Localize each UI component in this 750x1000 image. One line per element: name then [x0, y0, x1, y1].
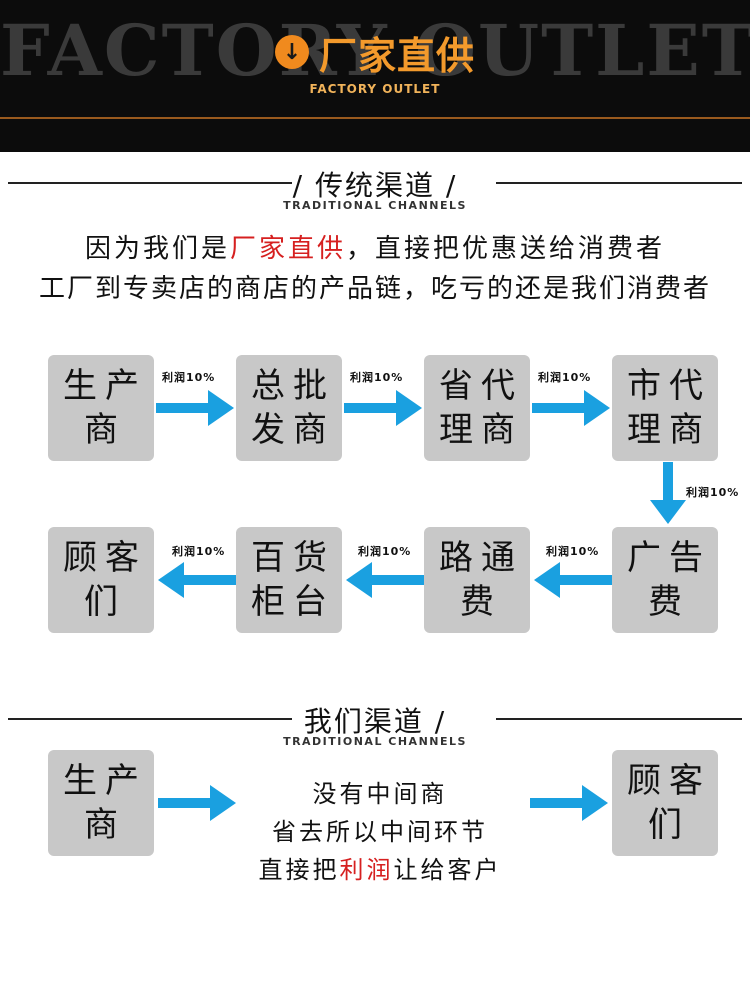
profit-label: 利润10%: [686, 486, 740, 499]
arrow-right-icon: [344, 390, 422, 426]
banner-subtitle: FACTORY OUTLET: [309, 82, 441, 96]
node-text: 费: [648, 582, 690, 622]
arrow-left-icon: [534, 562, 612, 598]
intro-line-2: 工厂到专卖店的商店的产品链，吃亏的还是我们消费者: [38, 274, 711, 304]
line-3-highlight: 利润: [339, 856, 394, 884]
node-channel-fee: 路通 费: [424, 527, 530, 633]
line-3-part-b: 让给客户: [393, 856, 502, 884]
traditional-subtitle: TRADITIONAL CHANNELS: [283, 199, 467, 212]
arrow-down-icon: [650, 462, 686, 524]
intro-line-1: 因为我们是厂家直供，直接把优惠送给消费者: [0, 228, 750, 265]
header-rule-left: [8, 718, 292, 720]
profit-label: 利润10%: [358, 545, 412, 558]
node-wholesaler: 总批 发商: [236, 355, 342, 461]
header-rule-left: [8, 182, 292, 184]
node-text: 商: [84, 805, 126, 845]
factory-outlet-banner: FACTORY OUTLET ↓ 厂家直供 FACTORY OUTLET: [0, 0, 750, 152]
our-node-customers: 顾客 们: [612, 750, 718, 856]
traditional-section-header: / 传统渠道 / TRADITIONAL CHANNELS: [0, 166, 750, 222]
node-text: 理商: [627, 410, 711, 450]
header-rule-right: [496, 718, 742, 720]
node-text: 广告: [627, 538, 711, 578]
node-text: 发商: [251, 410, 335, 450]
node-text: 理商: [439, 410, 523, 450]
profit-label: 利润10%: [350, 371, 404, 384]
node-text: 商: [84, 410, 126, 450]
our-benefit-line-2: 省去所以中间环节: [272, 818, 488, 846]
intro-line-1-highlight: 厂家直供: [229, 234, 346, 264]
header-rule-right: [496, 182, 742, 184]
node-text: 生产: [63, 366, 147, 406]
arrow-left-icon: [346, 562, 424, 598]
arrow-right-icon: [532, 390, 610, 426]
node-advertising-fee: 广告 费: [612, 527, 718, 633]
node-text: 路通: [439, 538, 523, 578]
node-text: 生产: [63, 761, 147, 801]
line-3-part-a: 直接把: [258, 856, 340, 884]
arrow-right-icon: [156, 390, 234, 426]
node-text: 市代: [627, 366, 711, 406]
banner-divider: [0, 117, 750, 119]
node-text: 省代: [439, 366, 523, 406]
profit-label: 利润10%: [172, 545, 226, 558]
banner-watermark: FACTORY OUTLET: [0, 9, 750, 92]
arrow-left-icon: [158, 562, 236, 598]
our-benefit-line-3: 直接把利润让给客户: [240, 851, 520, 889]
profit-label: 利润10%: [538, 371, 592, 384]
profit-label: 利润10%: [546, 545, 600, 558]
node-text: 顾客: [627, 761, 711, 801]
our-title: 我们渠道 /: [303, 705, 447, 738]
node-text: 总批: [251, 366, 335, 406]
node-text: 们: [84, 582, 126, 622]
banner-title-row: ↓ 厂家直供: [0, 22, 750, 82]
node-text: 柜台: [251, 582, 335, 622]
banner-title: 厂家直供: [318, 33, 475, 78]
node-text: 们: [648, 805, 690, 845]
download-circle-icon: ↓: [274, 35, 309, 69]
node-customers: 顾客 们: [48, 527, 154, 633]
traditional-title: / 传统渠道 /: [292, 169, 458, 202]
node-department-store: 百货 柜台: [236, 527, 342, 633]
node-city-agent: 市代 理商: [612, 355, 718, 461]
intro-line-1-part-a: 因为我们是: [84, 234, 230, 264]
intro-line-1-part-b: ，直接把优惠送给消费者: [346, 234, 666, 264]
node-text: 费: [460, 582, 502, 622]
our-subtitle: TRADITIONAL CHANNELS: [283, 735, 467, 748]
profit-label: 利润10%: [162, 371, 216, 384]
node-text: 顾客: [63, 538, 147, 578]
our-node-producer: 生产 商: [48, 750, 154, 856]
our-benefit-line-1: 没有中间商: [312, 780, 448, 808]
our-section-header: 我们渠道 / TRADITIONAL CHANNELS: [0, 702, 750, 758]
node-text: 百货: [251, 538, 335, 578]
node-provincial-agent: 省代 理商: [424, 355, 530, 461]
arrow-right-icon: [158, 785, 236, 821]
node-producer: 生产 商: [48, 355, 154, 461]
arrow-right-icon: [530, 785, 608, 821]
